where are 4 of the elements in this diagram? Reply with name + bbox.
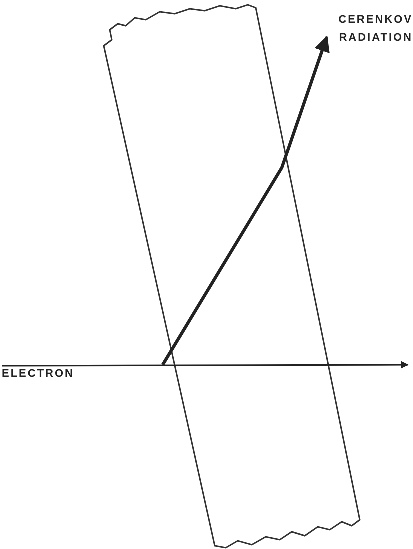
text-label: ELECTRON — [2, 366, 74, 384]
radiation-ray-arrow — [162, 36, 330, 366]
text-label: CERENKOV RADIATION — [327, 12, 413, 48]
electron-path-arrow — [2, 361, 409, 370]
